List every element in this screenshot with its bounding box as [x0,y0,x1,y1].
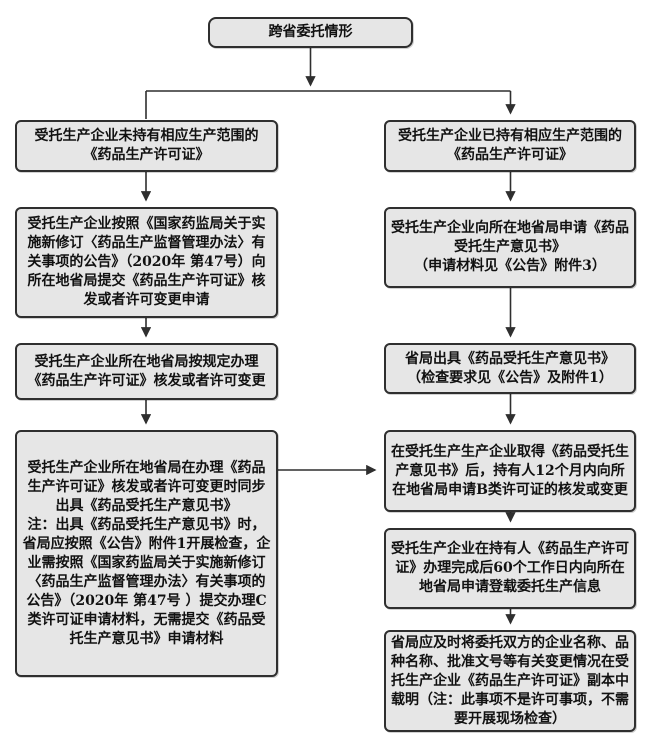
flow-node-left-1: 受托生产企业未持有相应生产范围的《药品生产许可证》 [15,120,278,172]
flow-node-right-1: 受托生产企业已持有相应生产范围的《药品生产许可证》 [384,120,636,172]
flow-node-right-4: 在受托生产生产企业取得《药品受托生产意见书》后，持有人12个月内向所在地省局申请… [384,430,636,512]
flow-node-right-5: 受托生产企业在持有人《药品生产许可证》办理完成后60个工作日内向所在地省局申请登… [384,528,636,609]
flow-node-right-6: 省局应及时将委托双方的企业名称、品种名称、批准文号等有关变更情况在受托生产企业《… [384,630,636,732]
flow-node-left-4: 受托生产企业所在地省局在办理《药品生产许可证》核发或者许可变更时同步出具《药品受… [15,430,278,677]
flow-node-left-2: 受托生产企业按照《国家药监局关于实施新修订〈药品生产监督管理办法〉有关事项的公告… [15,207,278,318]
flow-node-right-3: 省局出具《药品受托生产意见书》 （检查要求见《公告》及附件1） [384,343,636,394]
flow-node-right-2: 受托生产企业向所在地省局申请《药品受托生产意见书》 （申请材料见《公告》附件3） [384,207,636,288]
flow-node-left-3: 受托生产企业所在地省局按规定办理《药品生产许可证》核发或者许可变更 [15,343,278,400]
flow-node-root: 跨省委托情形 [208,17,413,48]
